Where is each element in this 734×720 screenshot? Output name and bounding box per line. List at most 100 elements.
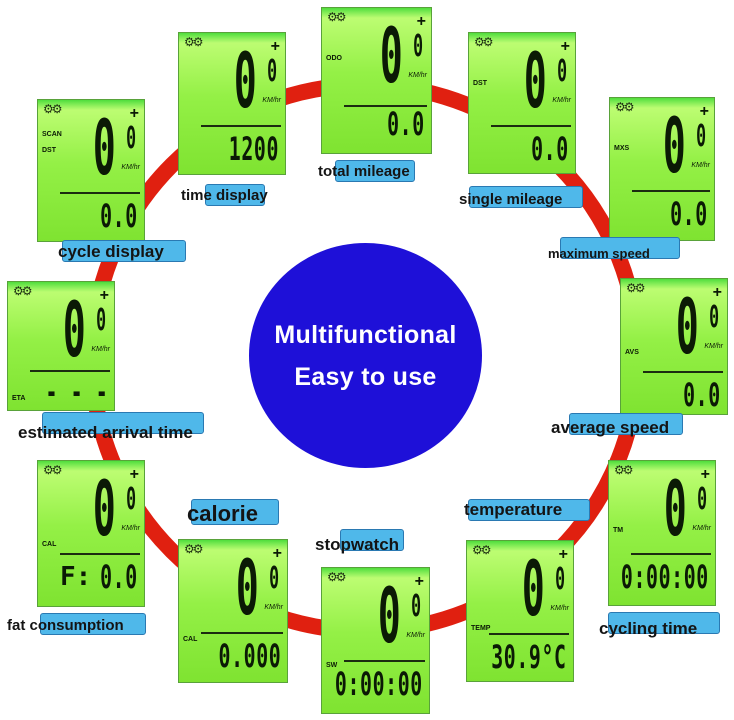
lcd-decimal: 0 [697,482,707,517]
lcd-main: 0 [63,285,86,374]
lcd-backlight-glow [469,33,575,43]
lcd-divider [30,370,110,372]
lcd-main: 0 [378,571,401,660]
label-total-mileage: total mileage [318,163,410,180]
lcd-bottom: 0.000 [218,637,281,675]
lcd-unit: KM/hr [264,604,283,611]
plus-icon: + [270,38,280,55]
lcd-mode: SW [326,662,338,669]
lcd-single-mileage: ⚙⚙ DST 0 + 0 KM/hr 0.0 [468,32,576,174]
lcd-unit: KM/hr [121,525,140,532]
wheel-icon: ⚙⚙ [184,35,203,49]
plus-icon: + [699,103,709,120]
label-calorie: calorie [187,501,258,526]
plus-icon: + [414,573,424,590]
lcd-unit: KM/hr [262,97,281,104]
lcd-backlight-glow [179,540,287,550]
lcd-main: 0 [93,464,116,553]
lcd-bottom: 0:00:00 [621,558,709,596]
lcd-mode: DST [473,80,487,87]
lcd-divider [631,553,711,555]
lcd-bottom: 0.0 [670,195,708,233]
lcd-calorie: ⚙⚙ CAL 0 + 0 KM/hr 0.000 [178,539,288,683]
lcd-unit: KM/hr [691,162,710,169]
plus-icon: + [700,466,710,483]
lcd-mode: TEMP [471,625,491,632]
lcd-main: 0 [676,282,699,371]
plus-icon: + [129,466,139,483]
wheel-icon: ⚙⚙ [615,100,634,114]
label-fat-consumption: fat consumption [7,617,124,634]
lcd-backlight-glow [8,282,114,292]
lcd-divider [60,192,140,194]
lcd-divider [344,660,425,662]
lcd-cycling-time: ⚙⚙ TM 0 + 0 KM/hr 0:00:00 [608,460,716,606]
lcd-stopwatch: ⚙⚙ SW 0 + 0 KM/hr 0:00:00 [321,567,430,714]
plus-icon: + [560,38,570,55]
tag-stopwatch [340,529,404,551]
lcd-bottom: 1200 [228,130,279,168]
lcd-divider [201,125,281,127]
lcd-bottom: 0.0 [387,105,425,143]
lcd-temperature: ⚙⚙ TEMP 0 + 0 KM/hr 30.9°C [466,540,574,682]
lcd-main: 0 [380,11,403,100]
lcd-backlight-glow [38,100,144,110]
label-average-speed: average speed [551,418,670,437]
wheel-icon: ⚙⚙ [472,543,491,557]
lcd-mode: CAL [183,636,198,643]
lcd-mode: TM [613,527,624,534]
lcd-divider [632,190,710,192]
lcd-unit: KM/hr [550,605,569,612]
plus-icon: + [712,284,722,301]
lcd-backlight-glow [179,33,285,43]
lcd-divider [60,553,140,555]
tag-fat-consumption [40,613,146,635]
lcd-decimal: 0 [96,303,106,338]
lcd-main: 0 [664,464,687,553]
lcd-unit: KM/hr [406,632,425,639]
lcd-main: 0 [236,543,259,632]
lcd-decimal: 0 [696,119,706,154]
lcd-bottom: 0.0 [531,130,569,168]
lcd-bottom: 0.0 [100,558,138,596]
tag-time-display [205,184,265,206]
lcd-decimal: 0 [413,29,423,64]
lcd-backlight-glow [610,98,714,108]
label-time-display: time display [181,187,268,204]
lcd-divider [344,105,427,107]
tag-total-mileage [335,160,415,182]
lcd-divider [201,632,283,634]
lcd-divider [643,371,723,373]
tag-cycle-display [62,240,186,262]
wheel-icon: ⚙⚙ [184,542,203,556]
lcd-backlight-glow [322,8,431,18]
lcd-mode: CAL [42,541,57,548]
lcd-mode: ETA [12,395,26,402]
lcd-fat-consumption: ⚙⚙ CAL 0 + 0 KM/hr F: 0.0 [37,460,145,607]
lcd-main: 0 [93,103,116,192]
wheel-icon: ⚙⚙ [13,284,32,298]
wheel-icon: ⚙⚙ [626,281,645,295]
lcd-main: 0 [234,36,257,125]
wheel-icon: ⚙⚙ [474,35,493,49]
lcd-bottom: 0:00:00 [335,665,423,703]
lcd-unit: KM/hr [91,346,110,353]
lcd-decimal: 0 [411,589,421,624]
plus-icon: + [99,287,109,304]
lcd-unit: KM/hr [692,525,711,532]
lcd-unit: KM/hr [121,164,140,171]
lcd-mode: ODO [326,55,342,62]
tag-maximum-speed [560,237,680,259]
tag-calorie [191,499,279,525]
lcd-decimal: 0 [557,54,567,89]
center-line-2: Easy to use [294,362,437,391]
lcd-decimal: 0 [269,561,279,596]
lcd-bottom: 0.0 [683,376,721,414]
lcd-estimated-arrival-time: ⚙⚙ ETA 0 + 0 KM/hr - - - [7,281,115,411]
lcd-divider [491,125,571,127]
lcd-decimal: 0 [555,562,565,597]
lcd-unit: KM/hr [552,97,571,104]
lcd-cycle-display: ⚙⚙ SCAN DST 0 + 0 KM/hr 0.0 [37,99,145,242]
lcd-total-mileage: ⚙⚙ ODO 0 + 0 KM/hr 0.0 [321,7,432,154]
lcd-average-speed: ⚙⚙ AVS 0 + 0 KM/hr 0.0 [620,278,728,415]
